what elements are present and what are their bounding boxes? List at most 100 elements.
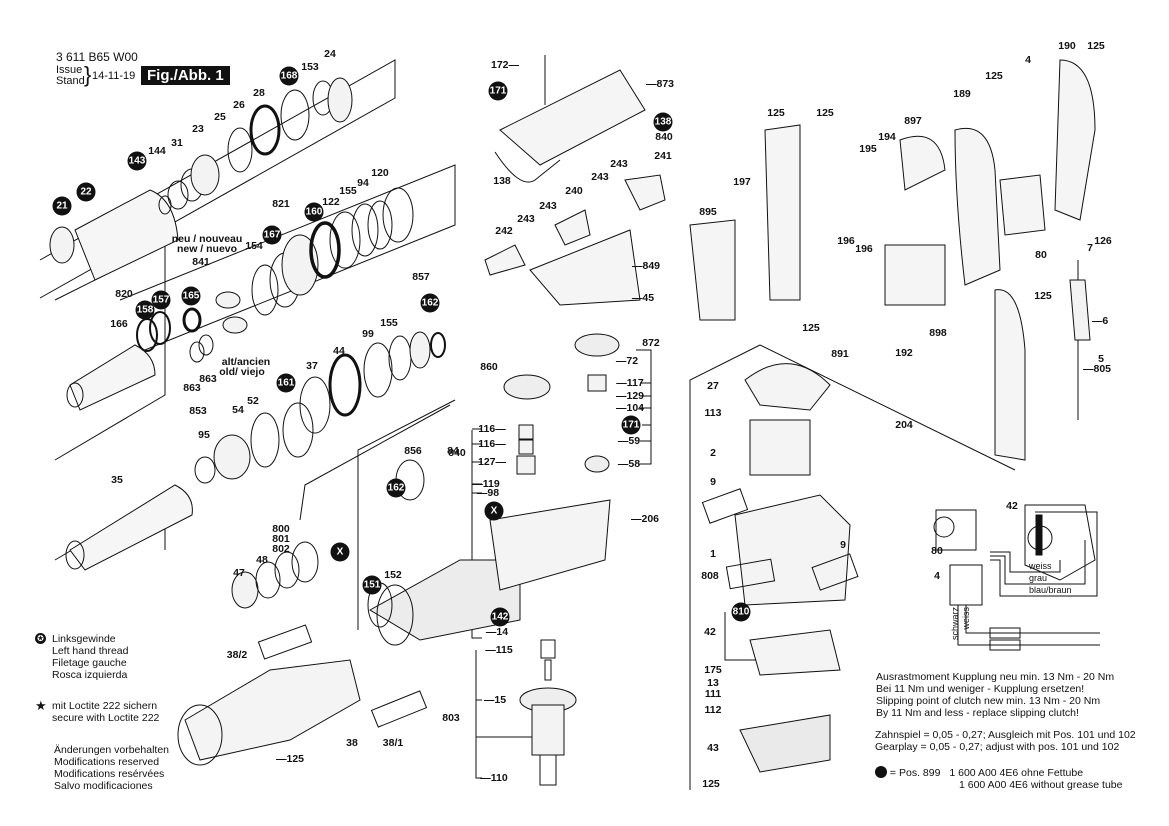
part-label-125d: 125: [816, 107, 834, 119]
part-label-54: 54: [232, 404, 244, 416]
part-label-31: 31: [171, 137, 183, 149]
legend-line: Linksgewinde: [52, 633, 116, 645]
part-label-808: 808: [701, 570, 719, 582]
part-label-129: —129: [615, 390, 645, 402]
part-label-821: 821: [272, 198, 290, 210]
part-label-206: —206: [630, 513, 660, 525]
part-label-243b: 243: [591, 171, 609, 183]
part-badge-162a: 162: [420, 293, 440, 313]
star-icon: ★: [35, 698, 47, 713]
part-label-125f: 125: [985, 70, 1003, 82]
part-label-204: 204: [895, 419, 913, 431]
brace-symbol: }: [84, 62, 92, 87]
part-label-805: —805: [1082, 363, 1112, 375]
part-badge-171a: 171: [488, 81, 508, 101]
part-label-120: 120: [371, 167, 389, 179]
part-label-58: —58: [617, 458, 641, 470]
part-badge-158: 158: [135, 300, 155, 320]
part-label-9a: 9: [710, 476, 716, 488]
bracket-840: [471, 430, 482, 639]
pos899-line1: 1 600 A00 4E6 ohne Fettube: [949, 767, 1084, 779]
part-label-116a: 116—: [478, 423, 506, 435]
part-label-194: 194: [878, 131, 896, 143]
group-frame-handle: [759, 344, 1016, 471]
part-label-44: 44: [333, 345, 345, 357]
part-label-45: —45: [631, 292, 655, 304]
legend-line: Rosca izquierda: [52, 669, 128, 681]
wire-label-blau-braun: blau/braun: [1029, 585, 1072, 595]
part-label-7: 7: [1087, 242, 1093, 254]
bracket-872: [636, 349, 652, 465]
part-label-95: 95: [198, 429, 210, 441]
part-label-27: 27: [707, 380, 719, 392]
part-label-153: 153: [301, 61, 319, 73]
issue-label: Issue: [56, 64, 83, 76]
part-label-112: 112: [704, 704, 722, 716]
note-new-2: new / nuevo: [176, 243, 238, 255]
part-label-43: 43: [707, 742, 719, 754]
part-label-48: 48: [256, 554, 268, 566]
group-frame-chuck: [39, 59, 396, 299]
part-label-72: —72: [615, 355, 639, 367]
part-badge-161: 161: [276, 373, 296, 393]
group-frame-clutch: [119, 164, 456, 361]
part-label-138: 138: [493, 175, 511, 187]
part-label-155b: 155: [380, 317, 398, 329]
bracket-803: [475, 650, 482, 779]
part-label-125h: 125: [1034, 290, 1052, 302]
legend-line: Änderungen vorbehalten: [54, 744, 170, 756]
part-label-801: 801: [272, 533, 290, 545]
part-badge-157: 157: [151, 290, 171, 310]
part-label-240: 240: [565, 185, 583, 197]
wire-label-grau: grau: [1029, 573, 1048, 583]
part-badge-162b: 162: [386, 478, 406, 498]
legend-line: mit Loctite 222 sichern: [52, 700, 158, 712]
wire-label-schwarz: schwarz: [950, 607, 960, 641]
part-label-125a: —125: [275, 753, 305, 765]
pos899-line2: 1 600 A00 4E6 without grease tube: [959, 779, 1123, 791]
part-label-872: 872: [642, 337, 660, 349]
legend-line: secure with Loctite 222: [52, 712, 160, 724]
part-label-243c: 243: [539, 200, 557, 212]
legend-line: Salvo modificaciones: [54, 780, 153, 792]
part-label-840b: 840: [448, 447, 466, 459]
part-label-104: —104: [615, 402, 645, 414]
part-label-38: 38: [346, 737, 358, 749]
part-badge-171b: 171: [621, 415, 641, 435]
note-line: Bei 11 Nm und weniger - Kupplung ersetze…: [876, 683, 1085, 695]
part-label-856: 856: [404, 445, 422, 457]
part-label-80: 80: [1035, 249, 1047, 261]
modifications-note: Änderungen vorbehalten Modifications res…: [54, 744, 169, 792]
part-label-59: —59: [617, 435, 641, 447]
issue-stand-label: Issue Stand: [56, 65, 85, 87]
part-label-849: —849: [631, 260, 661, 272]
figure-title: Fig./Abb. 1: [141, 66, 230, 85]
note-old-2: old/ viejo: [219, 366, 265, 378]
part-label-820: 820: [115, 288, 133, 300]
part-label-125e: 125: [802, 322, 820, 334]
wiring-label-4: 4: [934, 570, 940, 582]
part-label-38/2: 38/2: [226, 649, 248, 661]
part-label-37: 37: [306, 360, 318, 372]
part-label-23: 23: [192, 123, 204, 135]
legend-line: Modifications resérvées: [54, 768, 165, 780]
part-label-4: 4: [1025, 54, 1031, 66]
wire-label-weiss: weiss: [1029, 561, 1052, 571]
part-label-117: —117: [616, 377, 644, 389]
part-label-803: 803: [442, 712, 460, 724]
part-label-155a: 155: [339, 185, 357, 197]
note-line: By 11 Nm and less - replace slipping clu…: [876, 707, 1079, 719]
part-badge-138b: 138: [653, 112, 673, 132]
part-label-9b: 9: [840, 539, 846, 551]
part-label-47: 47: [233, 567, 245, 579]
part-label-1: 1: [710, 548, 716, 560]
wiring-diagram: [933, 504, 1100, 651]
part-label-891: 891: [831, 348, 849, 360]
part-label-25: 25: [214, 111, 226, 123]
part-label-840a: 840: [655, 131, 673, 143]
grease-dot-icon: [875, 766, 887, 778]
part-label-189: 189: [953, 88, 971, 100]
part-label-841: 841: [192, 256, 210, 268]
part-label-38/1: 38/1: [382, 737, 404, 749]
